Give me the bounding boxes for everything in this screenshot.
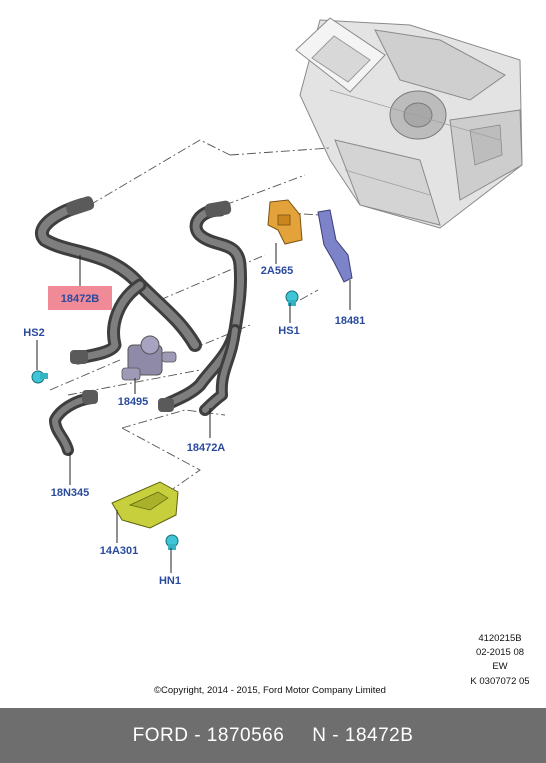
hose-18N345-drawing: [49, 390, 98, 456]
leader-lines: [36, 243, 351, 573]
hvac-unit-drawing: [295, 17, 523, 229]
hose-18472B-drawing: [35, 196, 202, 365]
label-HS1[interactable]: HS1: [278, 325, 299, 337]
footer-ref-code: N - 18472B: [312, 724, 414, 746]
bracket-14A301-drawing: [111, 481, 179, 529]
label-18N345[interactable]: 18N345: [51, 487, 90, 499]
bracket-18481-drawing: [317, 209, 353, 283]
fasteners-drawing: [31, 290, 299, 550]
label-18481[interactable]: 18481: [335, 315, 366, 327]
info-line-4: K 0307072 05: [470, 676, 529, 687]
info-line-3: EW: [492, 661, 507, 672]
label-14A301[interactable]: 14A301: [100, 545, 139, 557]
highlight-box-18472B: [48, 286, 112, 310]
info-line-1: 4120215B: [478, 633, 521, 644]
copyright-text: ©Copyright, 2014 - 2015, Ford Motor Comp…: [154, 685, 386, 696]
bracket-2A565-drawing: [267, 199, 303, 245]
footer-part-number: FORD - 1870566: [132, 724, 285, 746]
label-18472A[interactable]: 18472A: [187, 442, 226, 454]
info-line-2: 02-2015 08: [476, 647, 524, 658]
label-2A565[interactable]: 2A565: [261, 265, 293, 277]
label-18495[interactable]: 18495: [118, 396, 149, 408]
footer-bar: FORD - 1870566 N - 18472B: [0, 708, 546, 763]
hose-18472A-drawing: [158, 200, 248, 416]
label-HS2[interactable]: HS2: [23, 327, 44, 339]
label-18472B[interactable]: 18472B: [61, 293, 100, 305]
valve-18495-drawing: [121, 335, 177, 381]
label-HN1[interactable]: HN1: [159, 575, 181, 587]
parts-diagram: 18472B 2A565 18481 HS1 HS2 18495 18472A …: [23, 17, 530, 696]
